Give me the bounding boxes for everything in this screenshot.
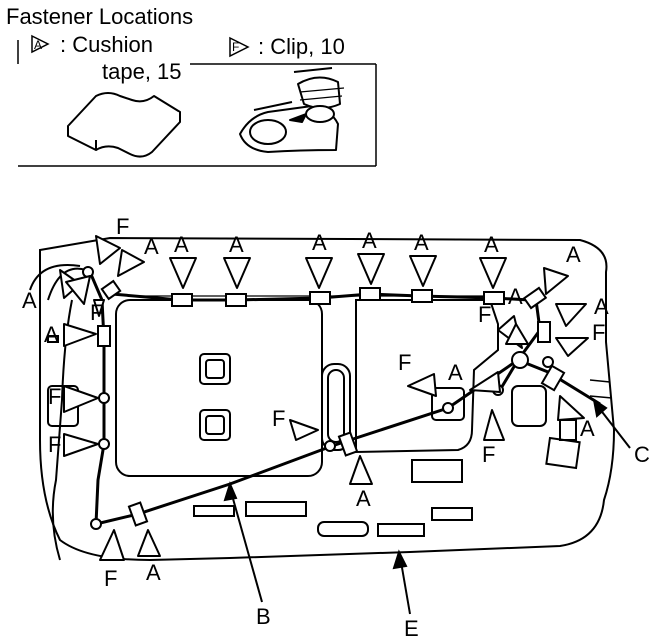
callout-f: F	[272, 406, 285, 431]
callout-a: A	[484, 232, 499, 257]
cushion-marker-icon	[169, 257, 197, 289]
callout-f: F	[104, 566, 117, 591]
callout-f: F	[48, 384, 61, 409]
callout-b: B	[256, 604, 271, 629]
cushion-marker-icon	[555, 337, 589, 357]
clip-marker-icon	[289, 419, 319, 441]
fastener-markers	[59, 235, 589, 561]
cushion-marker-icon	[409, 255, 437, 287]
callout-a: A	[362, 228, 377, 253]
callout-a: A	[508, 284, 523, 309]
cushion-marker-icon	[555, 303, 587, 327]
callout-a: A	[356, 486, 371, 511]
clip-symbol-icon: F	[229, 36, 250, 58]
cushion-marker-icon	[65, 275, 91, 305]
legend: Fastener Locations A : Cushion tape, 15 …	[6, 4, 377, 167]
cushion-tape-symbol-icon: A	[31, 34, 50, 54]
cushion-marker-icon	[137, 529, 161, 557]
callout-f: F	[592, 320, 605, 345]
callout-labels: F A A A A A A A A A F A F A F A F F F A …	[22, 214, 650, 641]
clip-label: : Clip, 10	[258, 34, 345, 59]
cushion-marker-icon	[349, 455, 373, 485]
callout-a: A	[566, 242, 581, 267]
clip-marker-icon	[63, 385, 99, 413]
leader-lines	[223, 397, 631, 615]
cushion-marker-icon	[357, 253, 385, 285]
callout-a: A	[414, 230, 429, 255]
cushion-tape-illustration-icon	[67, 92, 181, 158]
clip-marker-icon	[95, 235, 121, 265]
callout-c: C	[634, 442, 650, 467]
cushion-marker-icon	[557, 395, 585, 421]
callout-a: A	[146, 560, 161, 585]
cushion-label-line1: : Cushion	[60, 32, 153, 57]
clip-marker-icon	[483, 409, 505, 441]
cushion-marker-icon	[479, 257, 507, 289]
callout-a: A	[229, 232, 244, 257]
cushion-marker-icon	[63, 323, 97, 347]
callout-a: A	[312, 230, 327, 255]
cushion-marker-icon	[223, 257, 251, 289]
clip-marker-icon	[99, 529, 125, 561]
callout-f: F	[116, 214, 129, 239]
callout-f: F	[398, 350, 411, 375]
callout-a: A	[174, 232, 189, 257]
callout-f: F	[482, 442, 495, 467]
callout-f: F	[48, 432, 61, 457]
callout-a: A	[22, 288, 37, 313]
callout-a: A	[144, 234, 159, 259]
svg-text:F: F	[232, 40, 239, 54]
callout-e: E	[404, 616, 419, 641]
legend-title: Fastener Locations	[6, 4, 193, 29]
callout-a: A	[580, 416, 595, 441]
cushion-marker-icon	[543, 267, 569, 295]
clip-illustration-icon	[239, 67, 345, 153]
cushion-marker-icon	[305, 257, 333, 289]
callout-f: F	[478, 302, 491, 327]
clip-marker-icon	[407, 373, 437, 397]
clip-marker-icon	[93, 299, 105, 317]
clip-marker-icon	[63, 433, 99, 457]
clip-marker-icon	[505, 323, 529, 345]
cushion-marker-icon	[469, 371, 501, 393]
harness-connectors	[82, 266, 566, 530]
svg-text:A: A	[34, 38, 42, 52]
callout-a: A	[448, 360, 463, 385]
cushion-marker-icon	[117, 249, 145, 277]
callout-f: F	[90, 300, 103, 325]
callout-a: A	[44, 322, 59, 347]
callout-a: A	[594, 294, 609, 319]
cushion-label-line2: tape, 15	[102, 59, 182, 84]
